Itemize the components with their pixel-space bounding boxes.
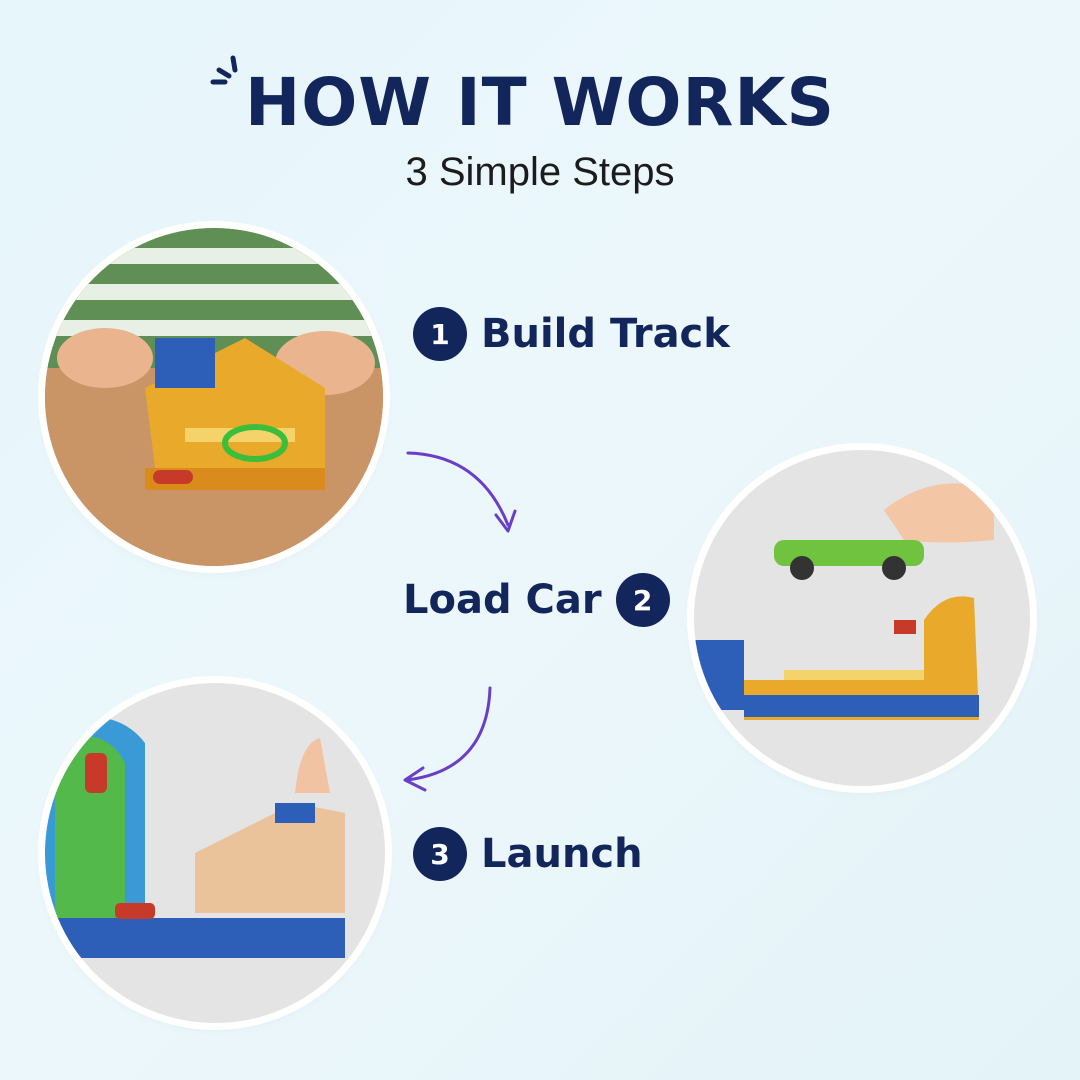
step-label: Build Track: [481, 311, 730, 357]
header: HOW IT WORKS 3 Simple Steps: [0, 55, 1080, 195]
step-number-badge: 2: [615, 573, 670, 627]
curved-arrow-icon: [406, 451, 517, 533]
build-track-illustration: [45, 228, 383, 566]
step-launch: 3 Launch: [413, 827, 643, 881]
load-car-illustration: [694, 450, 1030, 786]
page-subtitle: 3 Simple Steps: [405, 150, 675, 194]
title-text: HOW IT WORKS: [244, 64, 836, 141]
curved-arrow-icon: [403, 686, 492, 792]
page-title: HOW IT WORKS: [210, 55, 835, 136]
step-number-badge: 1: [413, 307, 467, 361]
step-number-badge: 3: [413, 827, 467, 881]
spark-icon: [210, 55, 238, 85]
step-label: Load Car: [403, 577, 602, 623]
launch-illustration: [45, 683, 385, 1023]
step-load-car: Load Car 2: [403, 573, 670, 627]
build-track-photo: [45, 228, 383, 566]
step-build-track: 1 Build Track: [413, 307, 730, 361]
load-car-photo: [694, 450, 1030, 786]
step-label: Launch: [481, 831, 643, 877]
launch-photo: [45, 683, 385, 1023]
